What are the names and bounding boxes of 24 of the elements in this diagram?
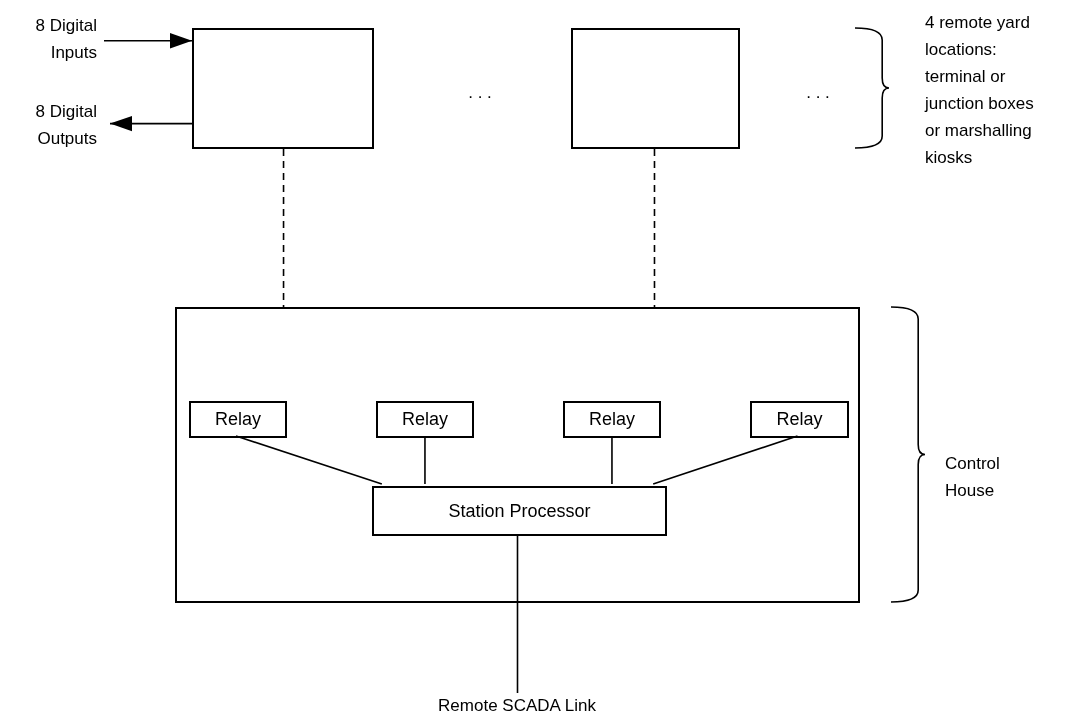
relay-box (189, 401, 287, 438)
relay-box (376, 401, 474, 438)
control-house-box (175, 307, 860, 603)
arrow (109, 115, 193, 132)
arrow (103, 33, 193, 49)
input-label: 8 Digital Inputs (34, 15, 97, 64)
box-label: Station Processor (448, 499, 591, 523)
box-label: Relay (589, 408, 635, 431)
box-label: Relay (402, 408, 448, 431)
processor-box (372, 486, 667, 536)
link-label: Remote SCADA Link (438, 694, 596, 717)
connector-line (653, 148, 656, 308)
annotation-text: 4 remote yard locations: terminal or junction boxes or marshalling kiosks (925, 12, 1035, 169)
remote-unit-box (192, 28, 374, 149)
remote-unit-box (571, 28, 740, 149)
relay-box (750, 401, 849, 438)
group-label: Control House (945, 453, 1001, 502)
ellipsis-label: . . . (467, 82, 493, 104)
connector-line (282, 148, 285, 308)
relay-box (563, 401, 661, 438)
ellipsis-label: . . . (805, 82, 831, 104)
box-label: Relay (215, 408, 261, 431)
box-label: Relay (776, 408, 823, 431)
output-label: 8 Digital Outputs (34, 101, 97, 150)
